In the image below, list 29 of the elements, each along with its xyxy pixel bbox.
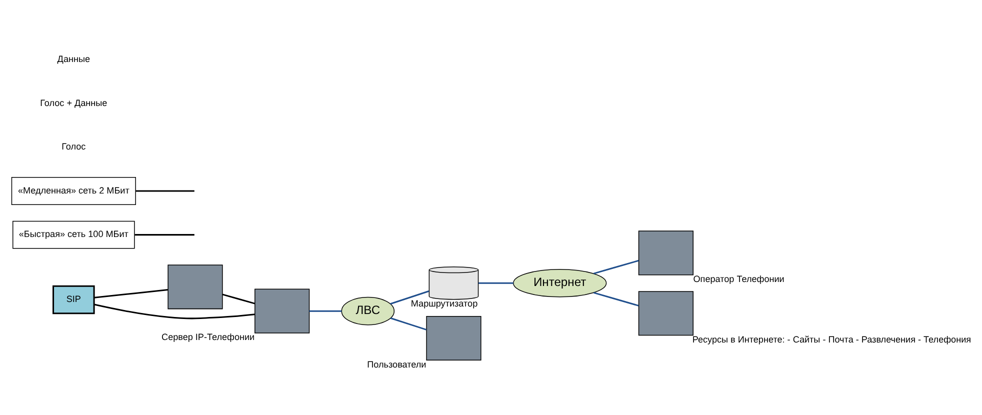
label: Голос + Данные	[40, 97, 108, 108]
connector	[136, 190, 194, 192]
node-box	[638, 230, 694, 275]
node-box	[638, 290, 694, 336]
node-ellipse: ЛВС	[341, 296, 395, 325]
label: Голос	[62, 141, 86, 152]
label: Данные	[57, 53, 90, 64]
node-box	[254, 288, 310, 333]
node-box: «Быстрая» сеть 100 МБит	[12, 220, 135, 248]
connector	[94, 288, 168, 298]
node-label: Сервер IP-Телефонии	[162, 332, 255, 342]
node-box	[426, 315, 482, 360]
connector	[390, 290, 430, 304]
node-label: Ресурсы в Интернете: - Сайты - Почта - Развлечения - Телефония	[692, 334, 972, 344]
node-label: Пользователи	[367, 358, 426, 369]
connector	[593, 291, 639, 306]
connector	[478, 282, 514, 284]
connector	[94, 303, 255, 319]
node-label: Маршрутизатор	[410, 298, 478, 308]
node-ellipse: Интернет	[512, 268, 607, 297]
node-box	[168, 264, 223, 309]
node-box: «Медленная» сеть 2 МБит	[11, 176, 136, 204]
connector	[390, 316, 427, 330]
node-box: SIP	[52, 284, 95, 314]
connector	[309, 310, 342, 312]
connector	[593, 259, 639, 274]
connector	[222, 293, 256, 304]
node-label: Оператор Телефонии	[693, 274, 784, 284]
connector	[134, 234, 194, 236]
